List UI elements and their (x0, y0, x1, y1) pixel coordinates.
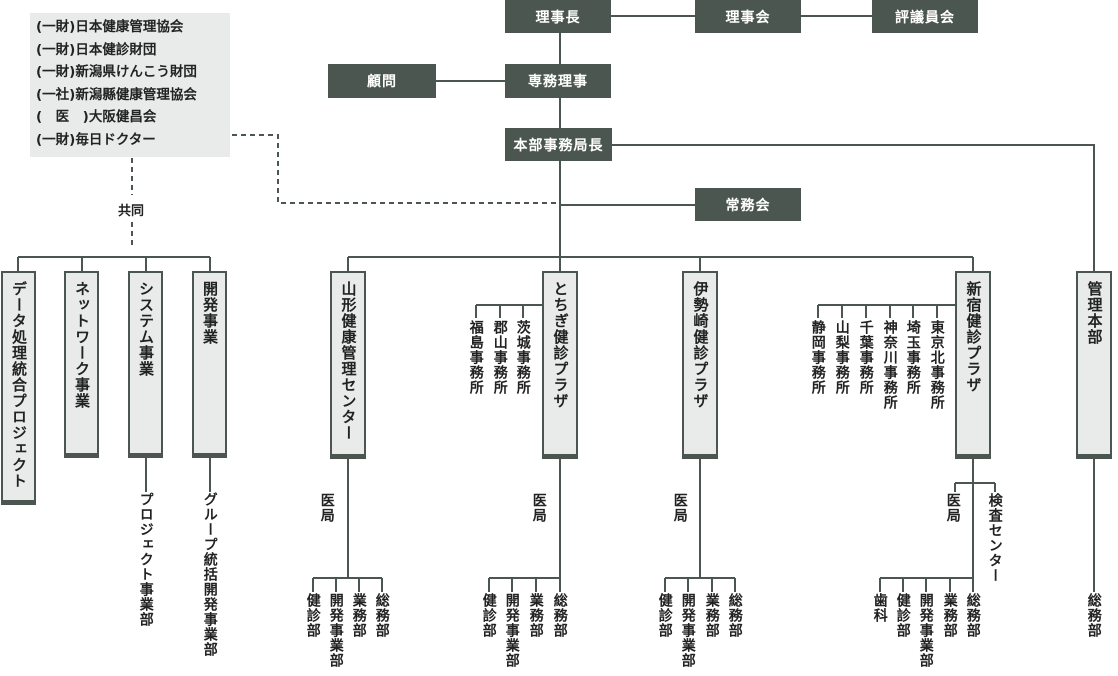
board-box: 理事会 (695, 0, 801, 33)
isesaki-dept: 総務部 (726, 593, 743, 638)
shinjuku-office: 東京北事務所 (928, 320, 945, 410)
tochigi-dept: 開発事業部 (503, 593, 520, 668)
isesaki-medical-label: 医局 (671, 493, 688, 523)
yamagata-dept: 健診部 (304, 593, 321, 638)
system-sub-label: プロジェクト事業部 (137, 492, 154, 627)
isesaki-dept: 開発事業部 (679, 593, 696, 668)
tochigi-office: 茨城事務所 (514, 320, 531, 395)
adviser-box: 顧問 (328, 64, 436, 98)
shinjuku-medical-label: 医局 (944, 493, 961, 523)
councilors-box: 評議員会 (872, 0, 978, 33)
tochigi-medical-label: 医局 (530, 493, 547, 523)
shinjuku-dept: 業務部 (941, 593, 958, 638)
shinjuku-dept: 歯科 (871, 593, 888, 623)
shinjuku-office: 埼玉事務所 (904, 320, 921, 395)
isesaki-plaza-box: 伊勢崎健診プラザ (682, 271, 718, 459)
yamagata-center-box: 山形健康管理センター (330, 271, 366, 459)
shinjuku-office: 静岡事務所 (809, 320, 826, 395)
tochigi-office: 郡山事務所 (491, 320, 508, 395)
hq-director-box: 本部事務局長 (505, 128, 612, 161)
partner-org: ( 医 )大阪健昌会 (36, 109, 157, 125)
shinjuku-plaza-box: 新宿健診プラザ (955, 271, 991, 459)
shinjuku-inspection-label: 検査センター (986, 493, 1003, 583)
tochigi-dept: 健診部 (480, 593, 497, 638)
yamagata-dept: 総務部 (373, 593, 390, 638)
shinjuku-dept: 開発事業部 (917, 593, 934, 668)
partner-org: (一財)日本健診財団 (36, 41, 157, 58)
shinjuku-dept: 健診部 (894, 593, 911, 638)
shinjuku-office: 山梨事務所 (833, 320, 850, 395)
partner-org: (一財)新潟県けんこう財団 (36, 64, 197, 80)
joint-label: 共同 (118, 200, 145, 219)
shinjuku-dept: 総務部 (964, 593, 981, 638)
management-hq-box: 管理本部 (1076, 271, 1112, 459)
partner-orgs-box: (一財)日本健康管理協会 (一財)日本健診財団 (一財)新潟県けんこう財団 (一… (30, 13, 230, 157)
standing-committee-box: 常務会 (695, 188, 801, 221)
partner-org: (一社)新潟縣健康管理協会 (36, 86, 197, 103)
management-dept: 総務部 (1085, 593, 1102, 638)
system-box: システム事業 (128, 271, 163, 458)
yamagata-dept: 開発事業部 (327, 593, 344, 668)
yamagata-medical-label: 医局 (318, 493, 335, 523)
tochigi-plaza-box: とちぎ健診プラザ (542, 271, 578, 459)
partner-org: (一財)日本健康管理協会 (36, 19, 184, 35)
tochigi-dept: 業務部 (527, 593, 544, 638)
chairman-box: 理事長 (505, 0, 611, 33)
data-project-box: データ処理統合プロジェクト (1, 271, 36, 505)
shinjuku-office: 神奈川事務所 (881, 320, 898, 410)
yamagata-dept: 業務部 (350, 593, 367, 638)
network-box: ネットワーク事業 (64, 271, 99, 458)
executive-director-box: 専務理事 (505, 64, 611, 98)
isesaki-dept: 健診部 (656, 593, 673, 638)
development-box: 開発事業 (192, 271, 227, 458)
shinjuku-office: 千葉事務所 (857, 320, 874, 395)
tochigi-office: 福島事務所 (467, 320, 484, 395)
development-sub-label: グループ統括開発事業部 (201, 492, 218, 657)
isesaki-dept: 業務部 (703, 593, 720, 638)
partner-org: (一財)毎日ドクター (36, 131, 156, 148)
tochigi-dept: 総務部 (551, 593, 568, 638)
